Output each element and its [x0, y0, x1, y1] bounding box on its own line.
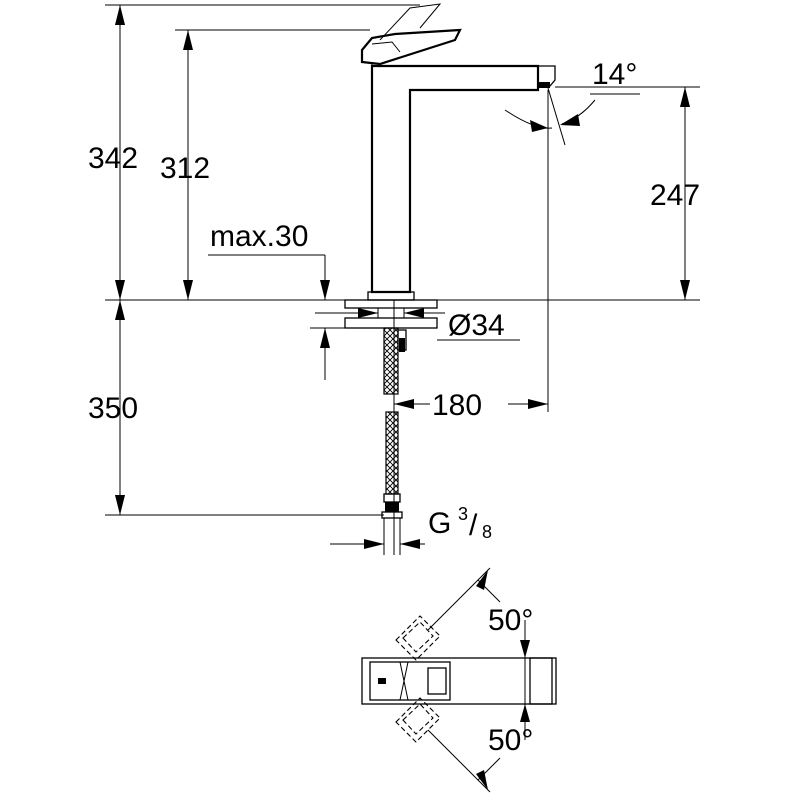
lever-angle-lines [427, 567, 530, 793]
label-projection: 180 [432, 389, 482, 422]
dim-projection [394, 399, 548, 409]
label-connection-denominator: 8 [482, 522, 492, 542]
top-view: 50° 50° [361, 567, 557, 793]
side-view: 342 312 247 14° [88, 3, 700, 555]
dim-spout-angle [504, 87, 640, 146]
label-connection-thread: G [428, 507, 451, 540]
label-lever-angle-bottom: 50° [488, 724, 533, 757]
dim-spout-height [175, 29, 370, 300]
label-lever-angle-top: 50° [488, 604, 533, 637]
dim-max-deck [208, 254, 345, 380]
top-body [361, 652, 557, 710]
label-max-deck: max.30 [210, 220, 308, 253]
lever-positions [395, 615, 441, 743]
label-outlet-height: 247 [650, 179, 700, 212]
dim-hole-diameter [315, 308, 520, 341]
label-hose-length: 350 [88, 392, 138, 425]
label-spout-angle: 14° [592, 58, 637, 91]
label-total-height: 342 [88, 142, 138, 175]
dim-outlet-height [555, 86, 700, 300]
dim-hose-length [105, 300, 384, 516]
label-connection-numerator: 3 [458, 504, 468, 524]
lever-handle [360, 3, 462, 70]
hoses [381, 327, 407, 519]
label-connection-slash: / [469, 509, 478, 542]
dim-connection [330, 518, 425, 555]
label-hole-diameter: Ø34 [448, 309, 505, 342]
label-spout-height: 312 [160, 152, 210, 185]
faucet-body [370, 64, 556, 294]
dim-total-height [105, 4, 420, 300]
